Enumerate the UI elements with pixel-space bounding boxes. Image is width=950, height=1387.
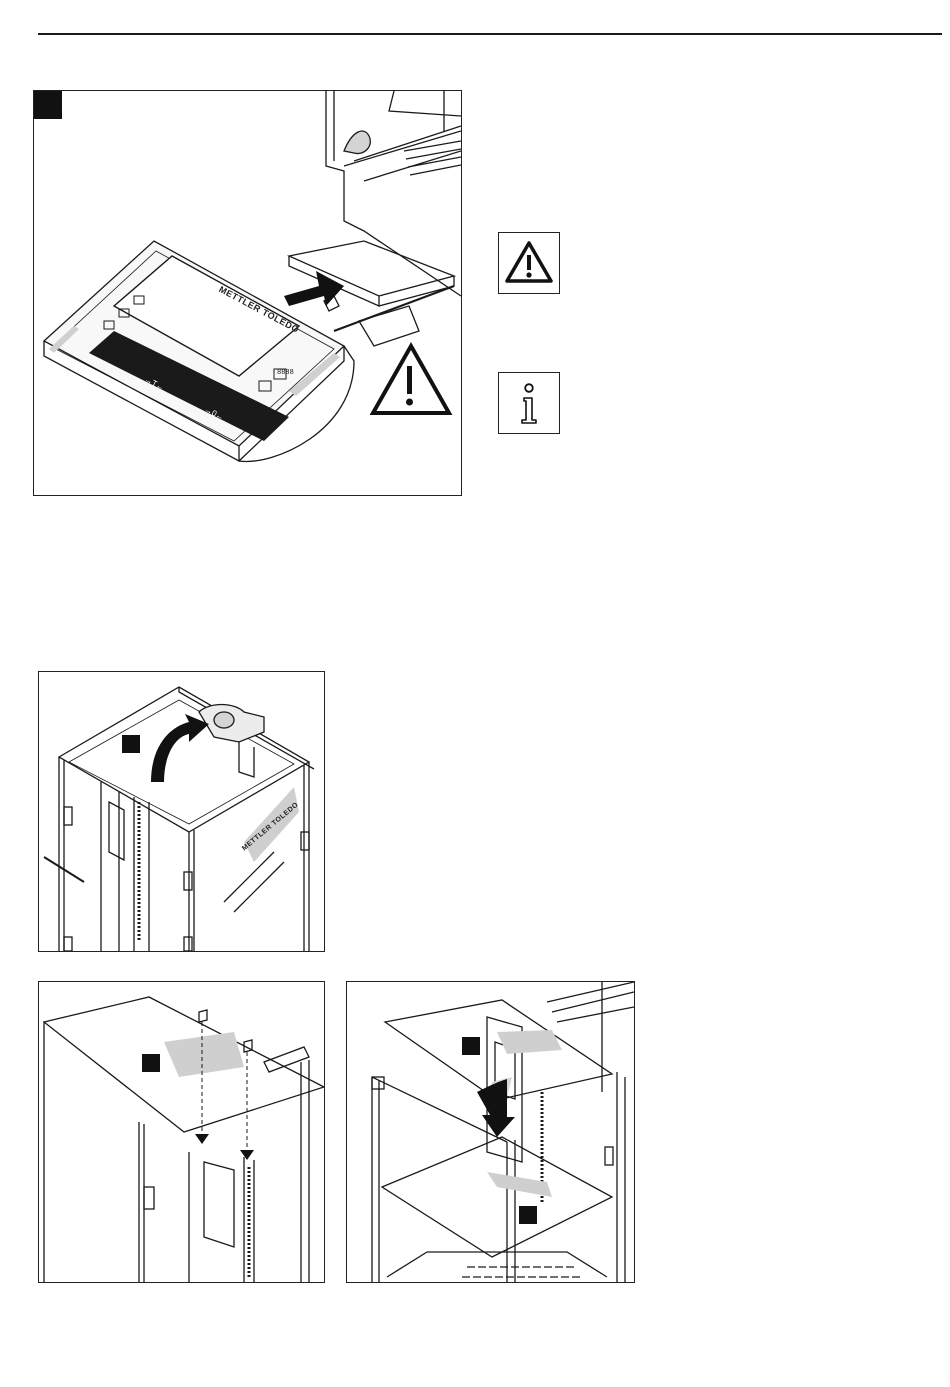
step-badge — [34, 91, 62, 119]
figure-position-top-glass — [38, 981, 325, 1283]
step-badge — [122, 735, 140, 753]
warning-triangle-icon — [499, 233, 559, 293]
warning-symbol-box — [498, 232, 560, 294]
info-symbol-box — [498, 372, 560, 434]
header-rule — [38, 33, 942, 35]
figure-remove-top-glass: METTLER TOLEDO — [38, 671, 325, 952]
warning-triangle-icon — [373, 346, 449, 413]
figure-balance-installation: →T← →0← 8888 METTLER TOLEDO — [33, 90, 462, 496]
display-readout: 8888 — [277, 369, 294, 377]
glass-insertion-illustration — [347, 982, 634, 1282]
lift-arrow-icon — [151, 714, 209, 782]
info-icon — [499, 373, 559, 433]
step-badge — [519, 1206, 537, 1224]
step-badge — [462, 1037, 480, 1055]
step-badge — [142, 1054, 160, 1072]
figure-insert-glass — [346, 981, 635, 1283]
alignment-marker-icon — [195, 1134, 209, 1144]
top-glass-alignment-illustration — [39, 982, 324, 1282]
balance-illustration: →T← →0← 8888 — [34, 91, 461, 495]
alignment-marker-icon — [240, 1150, 254, 1160]
